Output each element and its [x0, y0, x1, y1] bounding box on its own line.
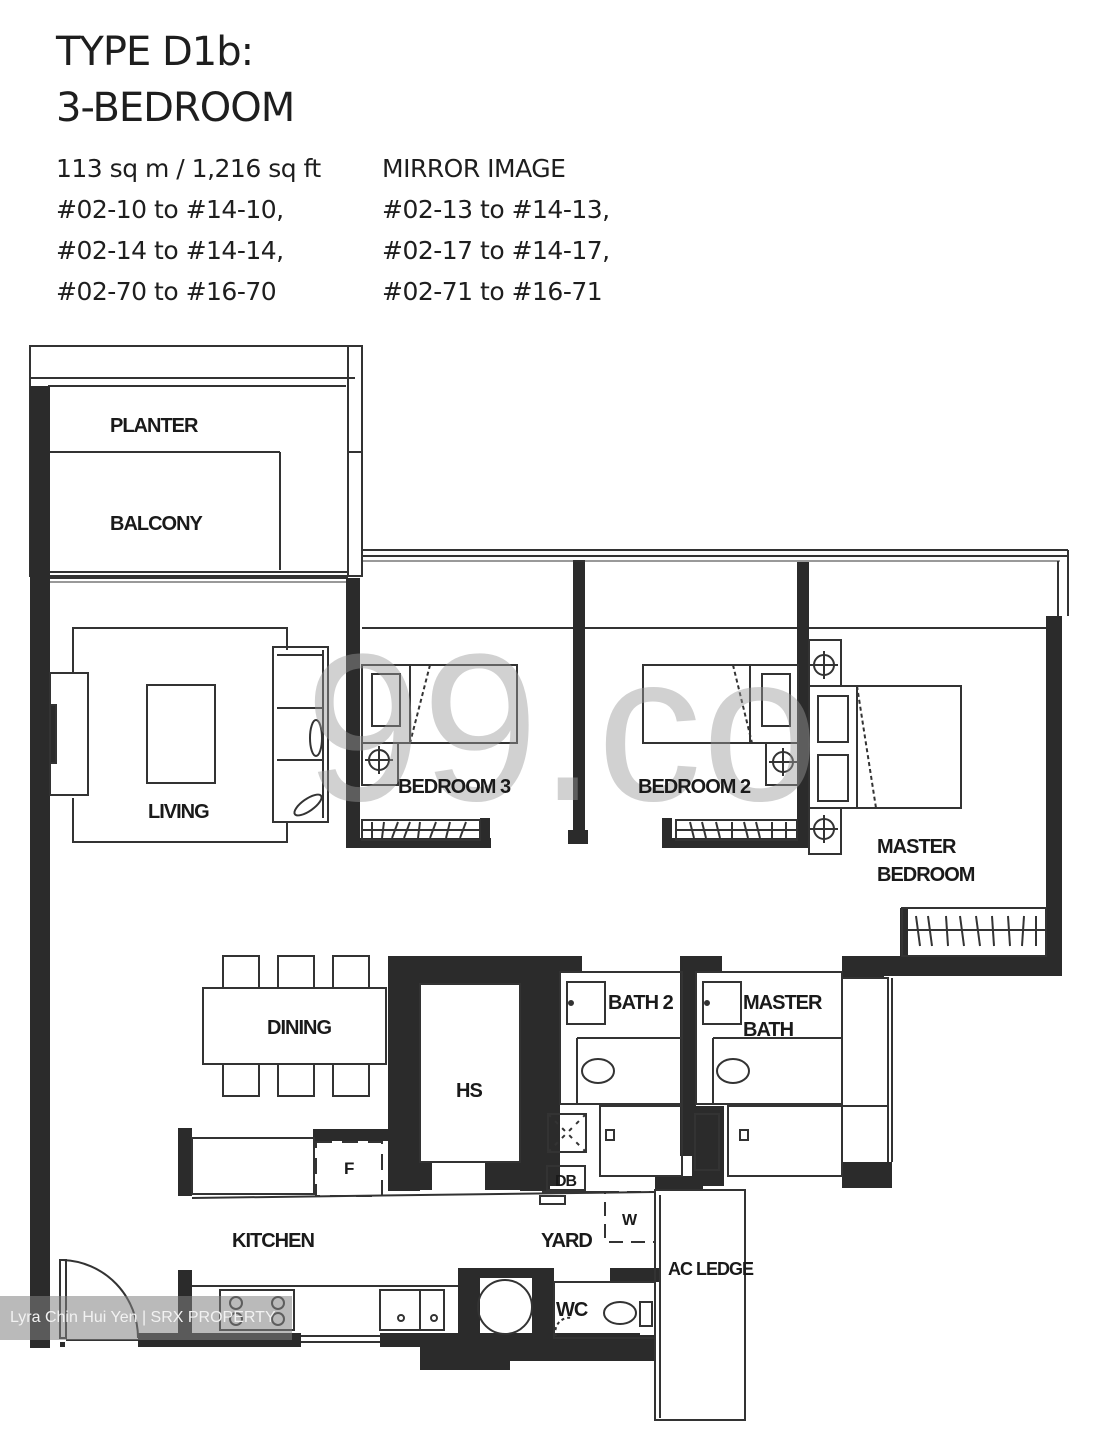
label-master-bedroom-line2: BEDROOM — [877, 864, 975, 886]
unit-list-original: 113 sq m / 1,216 sq ft #02-10 to #14-10,… — [56, 148, 321, 312]
label-master-bath-line2: BATH — [743, 1019, 794, 1041]
agent-watermark: Lyra Chin Hui Yen | SRX PROPERTY — [0, 1296, 292, 1340]
label-washer: W — [622, 1212, 638, 1229]
label-kitchen: KITCHEN — [232, 1230, 314, 1252]
site-watermark: 99.co — [305, 610, 819, 845]
balcony-frame — [29, 345, 363, 577]
label-balcony: BALCONY — [110, 513, 204, 535]
unit-range: #02-17 to #14-17, — [382, 236, 610, 265]
label-fridge: F — [344, 1159, 354, 1178]
unit-range: #02-13 to #14-13, — [382, 195, 610, 224]
bedroom-count-title: 3-BEDROOM — [56, 85, 295, 131]
unit-range: #02-10 to #14-10, — [56, 195, 284, 224]
label-dining: DINING — [267, 1017, 331, 1039]
unit-type-title: TYPE D1b: — [56, 29, 254, 75]
unit-list-mirror: MIRROR IMAGE #02-13 to #14-13, #02-17 to… — [382, 148, 610, 312]
label-db: DB — [555, 1173, 577, 1190]
label-bedroom-2: BEDROOM 2 — [638, 776, 751, 798]
plan-header: TYPE D1b: 3-BEDROOM — [56, 24, 295, 136]
dining-set — [191, 955, 521, 1197]
area-text: 113 sq m / 1,216 sq ft — [56, 154, 321, 183]
master-bedroom-furniture — [808, 639, 1047, 957]
mirror-image-heading: MIRROR IMAGE — [382, 154, 566, 183]
label-ac-ledge: AC LEDGE — [668, 1259, 754, 1279]
label-planter: PLANTER — [110, 415, 199, 437]
unit-range: #02-71 to #16-71 — [382, 277, 603, 306]
bedroom2-furniture — [642, 664, 799, 841]
label-bath-2: BATH 2 — [608, 992, 674, 1014]
bedroom3-furniture — [361, 664, 518, 841]
living-furniture — [49, 627, 329, 843]
walls — [30, 386, 1062, 1370]
label-yard: YARD — [541, 1230, 592, 1252]
label-master-bath-line1: MASTER — [743, 992, 823, 1014]
wardrobe-hatching — [371, 821, 467, 839]
label-hs: HS — [456, 1080, 482, 1102]
unit-range: #02-14 to #14-14, — [56, 236, 284, 265]
label-bedroom-3: BEDROOM 3 — [398, 776, 511, 798]
label-master-bedroom-line1: MASTER — [877, 836, 957, 858]
unit-range: #02-70 to #16-70 — [56, 277, 277, 306]
bathroom-fixtures — [546, 971, 893, 1191]
label-wc: WC — [556, 1299, 588, 1321]
label-living: LIVING — [148, 801, 209, 823]
